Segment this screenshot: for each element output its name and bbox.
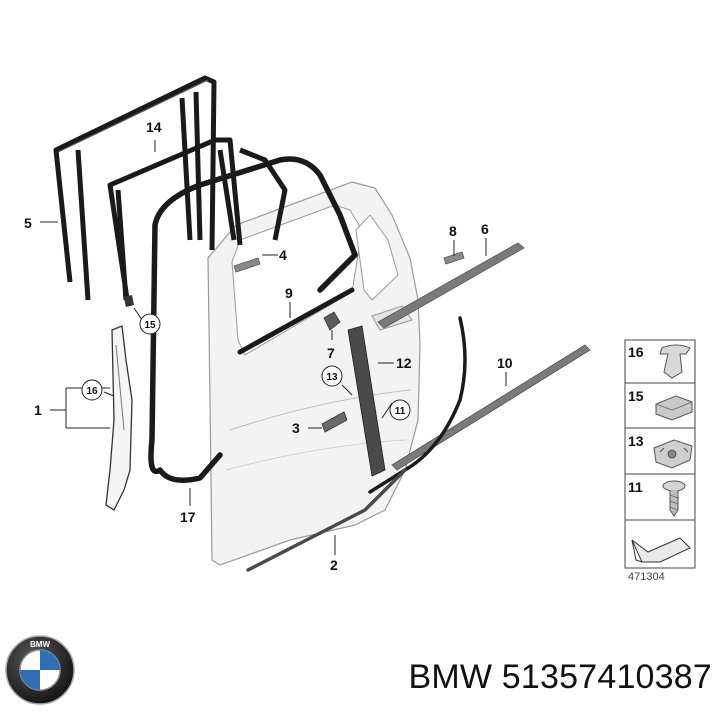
bmw-logo-icon: BMW: [5, 635, 75, 705]
brand-row: BMW BMW 51357410387: [0, 620, 720, 720]
svg-text:13: 13: [326, 372, 338, 383]
part-6: [377, 242, 525, 329]
part-8: [443, 251, 465, 265]
expanding-nut-icon: [653, 439, 693, 469]
push-clip-icon: [659, 344, 691, 379]
part-1: [105, 325, 133, 511]
callout-1: 1: [34, 402, 42, 418]
callout-9: 9: [285, 285, 293, 301]
legend-item-11: 11: [628, 479, 643, 495]
callout-10: 10: [497, 355, 513, 371]
screw-icon: [662, 480, 686, 517]
callout-7: 7: [327, 345, 335, 361]
svg-text:15: 15: [144, 320, 156, 331]
svg-text:16: 16: [86, 386, 98, 397]
callout-2: 2: [330, 557, 338, 573]
part-2: [246, 468, 407, 572]
callout-14: 14: [146, 119, 162, 135]
direction-arrow-icon: [631, 537, 691, 563]
part-12: [347, 325, 386, 477]
circled-callout-16: 16: [81, 379, 103, 401]
rear-seal: [368, 316, 467, 494]
legend-item-15: 15: [628, 388, 644, 404]
callout-8: 8: [449, 223, 457, 239]
callout-6: 6: [481, 221, 489, 237]
part-3: [321, 411, 348, 433]
svg-text:11: 11: [395, 406, 406, 417]
clip-nut-icon: [655, 395, 693, 421]
door-panel: [207, 181, 421, 566]
seal-17: [148, 156, 358, 483]
circled-callout-11: 11: [389, 399, 411, 421]
callout-4: 4: [279, 247, 287, 263]
parts-diagram: 5 14 4 8 6 9 7 12 10 1 3 17 2 15 16 13 1…: [24, 75, 696, 583]
part-7: [323, 311, 341, 331]
fastener-legend: 16 15 13 11: [624, 339, 696, 569]
part-10: [391, 344, 591, 471]
circled-callout-13: 13: [321, 365, 343, 387]
callout-17: 17: [180, 509, 196, 525]
callout-3: 3: [292, 420, 300, 436]
callout-12: 12: [396, 355, 412, 371]
callout-5: 5: [24, 215, 32, 231]
legend-item-13: 13: [628, 433, 644, 449]
diagram-reference-number: 471304: [628, 571, 665, 583]
legend-item-16: 16: [628, 344, 644, 360]
part-number: BMW 51357410387: [408, 658, 712, 696]
seal-14: [107, 137, 288, 306]
part-4: [233, 257, 261, 273]
seal-9: [237, 287, 355, 355]
logo-lettering: BMW: [30, 640, 50, 649]
circled-callout-15: 15: [139, 313, 161, 335]
